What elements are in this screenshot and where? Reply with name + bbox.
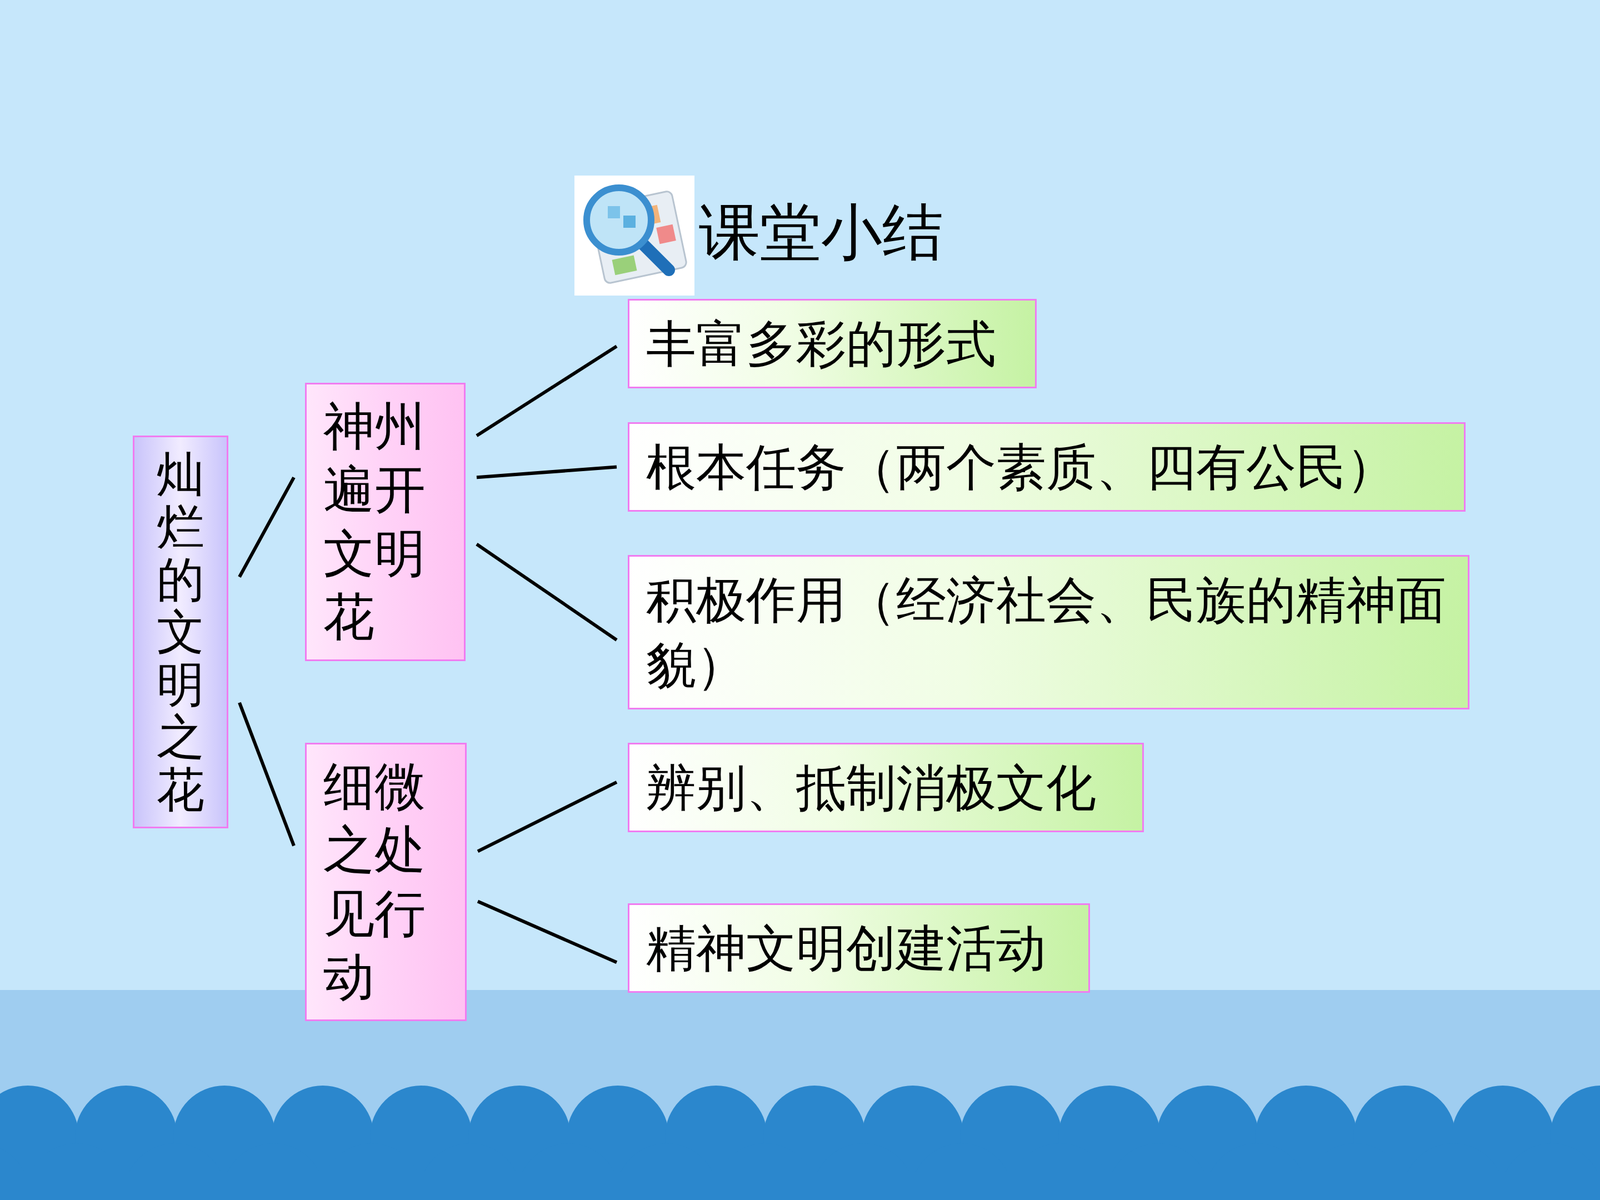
node-label: 灿烂的文明之花 xyxy=(156,447,205,816)
slide-title: 课堂小结 xyxy=(698,195,944,269)
magnifier-icon xyxy=(574,175,695,296)
sky-ground xyxy=(0,0,1600,990)
node-label: 辨别、抵制消极文化 xyxy=(646,755,1097,820)
connector-line xyxy=(239,702,294,847)
icon-lens xyxy=(586,187,652,253)
node-label: 精神文明创建活动 xyxy=(646,915,1047,981)
scallop-base xyxy=(0,1172,1600,1200)
point-box: 丰富多彩的形式 xyxy=(627,298,1037,389)
node-label: 积极作用（经济社会、民族的精神面貌） xyxy=(646,567,1452,698)
connector-line xyxy=(476,467,617,478)
point-box: 根本任务（两个素质、四有公民） xyxy=(627,422,1466,512)
point-box: 积极作用（经济社会、民族的精神面貌） xyxy=(627,555,1470,710)
branch-box: 神州遍开文明花 xyxy=(305,382,466,662)
connector-line xyxy=(476,544,617,640)
connector-line xyxy=(477,782,617,852)
icon-ground xyxy=(574,175,695,296)
scallop-row xyxy=(0,1085,1600,1200)
node-label: 神州遍开文明花 xyxy=(323,395,426,649)
topic-box: 灿烂的文明之花 xyxy=(132,435,229,829)
connector-line xyxy=(477,901,617,963)
node-label: 丰富多彩的形式 xyxy=(646,311,997,377)
icon-tile xyxy=(623,215,636,228)
connector-line xyxy=(239,477,294,577)
connector-line xyxy=(476,346,617,436)
icon-handle xyxy=(640,241,669,270)
node-label: 根本任务（两个素质、四有公民） xyxy=(646,434,1397,500)
icon-tile xyxy=(612,255,638,276)
point-box: 辨别、抵制消极文化 xyxy=(627,742,1144,833)
node-label: 细微之处见行动 xyxy=(323,755,426,1009)
icon-tile xyxy=(656,224,677,245)
branch-box: 细微之处见行动 xyxy=(305,742,467,1022)
icon-tile xyxy=(607,206,620,219)
point-box: 精神文明创建活动 xyxy=(627,903,1090,993)
